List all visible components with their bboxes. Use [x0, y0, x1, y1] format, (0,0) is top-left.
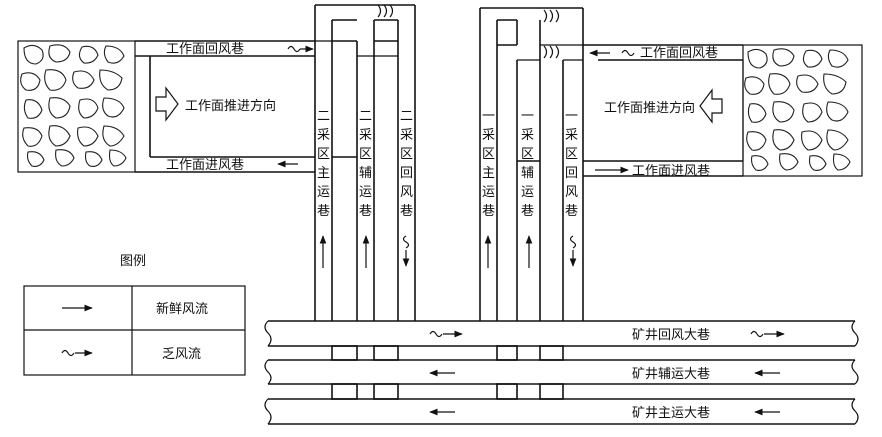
- stale-air-icon: [61, 349, 75, 357]
- face-advance-left-label: 工作面推进方向: [185, 98, 276, 114]
- vertical-roadway-labels: 二采区主运巷 二采区辅运巷 二采区回风巷 一采区主运巷 一采区辅运巷 一采区回风巷: [317, 109, 578, 219]
- return-roadway-left-label: 工作面回风巷: [166, 42, 244, 57]
- right-aux-haul-label: 一采区辅运巷: [521, 109, 534, 219]
- intake-roadway-right-label: 工作面进风巷: [632, 164, 710, 179]
- right-main-haul-label: 一采区主运巷: [482, 109, 495, 219]
- legend-stale-label: 乏风流: [162, 347, 201, 362]
- legend-fresh-label: 新鲜风流: [156, 301, 208, 317]
- main-haul-roadway-label: 矿井主运大巷: [632, 406, 710, 421]
- intake-roadway-left-label: 工作面进风巷: [166, 158, 244, 173]
- airflow-arrows: [277, 45, 785, 416]
- main-return-roadway-label: 矿井回风大巷: [632, 328, 710, 343]
- stale-air-icon: [621, 49, 635, 57]
- left-aux-haul-label: 二采区辅运巷: [359, 109, 372, 219]
- main-roadways: [264, 320, 859, 425]
- legend-title: 图例: [120, 254, 146, 269]
- stale-air-icon: [569, 235, 577, 249]
- stale-air-icon: [429, 330, 443, 338]
- right-panel-roadways: [479, 7, 744, 321]
- face-advance-right-label: 工作面推进方向: [604, 100, 695, 116]
- stale-air-icon: [287, 45, 301, 53]
- stale-air-icon: [402, 235, 410, 249]
- gob-rock-left: [17, 40, 136, 173]
- advance-arrow-right-icon: [699, 88, 723, 124]
- return-roadway-right-label: 工作面回风巷: [640, 46, 718, 61]
- legend: 新鲜风流 乏风流: [23, 285, 246, 376]
- stale-air-icon: [750, 330, 764, 338]
- advance-arrow-left-icon: [155, 86, 179, 122]
- right-return-label: 一采区回风巷: [565, 109, 578, 219]
- main-aux-roadway-label: 矿井辅运大巷: [632, 367, 710, 382]
- left-return-label: 二采区回风巷: [400, 109, 413, 219]
- gob-rock-right: [742, 44, 863, 177]
- left-panel-roadways: [135, 4, 416, 321]
- left-main-haul-label: 二采区主运巷: [317, 109, 330, 219]
